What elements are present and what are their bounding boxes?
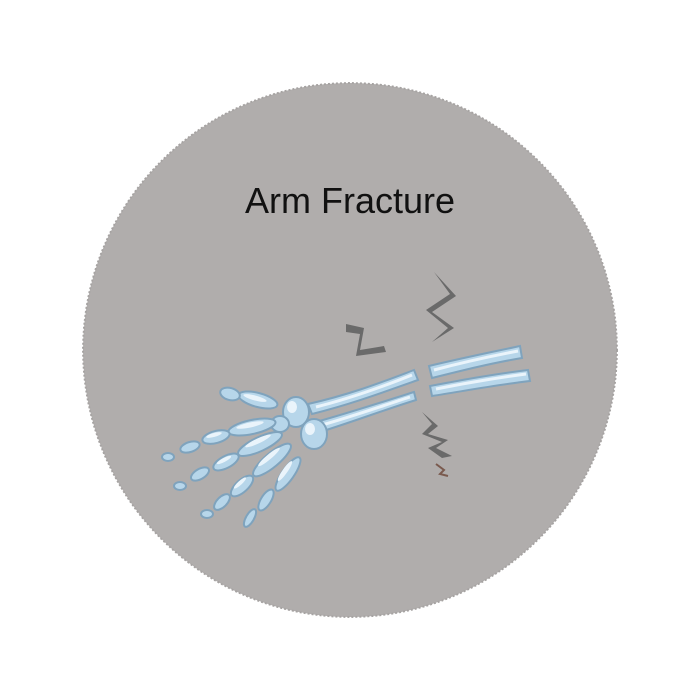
forearm-bones-right	[427, 344, 532, 398]
arm-bone-illustration	[161, 272, 532, 528]
hand-bone-highlights	[206, 394, 293, 489]
arm-fracture-badge: Arm Fracture	[82, 82, 618, 618]
badge-circle	[82, 82, 618, 618]
hand-bones	[161, 386, 302, 528]
fracture-crack-icon	[346, 272, 456, 477]
badge-title: Arm Fracture	[244, 180, 456, 221]
forearm-bones-left	[306, 368, 420, 434]
